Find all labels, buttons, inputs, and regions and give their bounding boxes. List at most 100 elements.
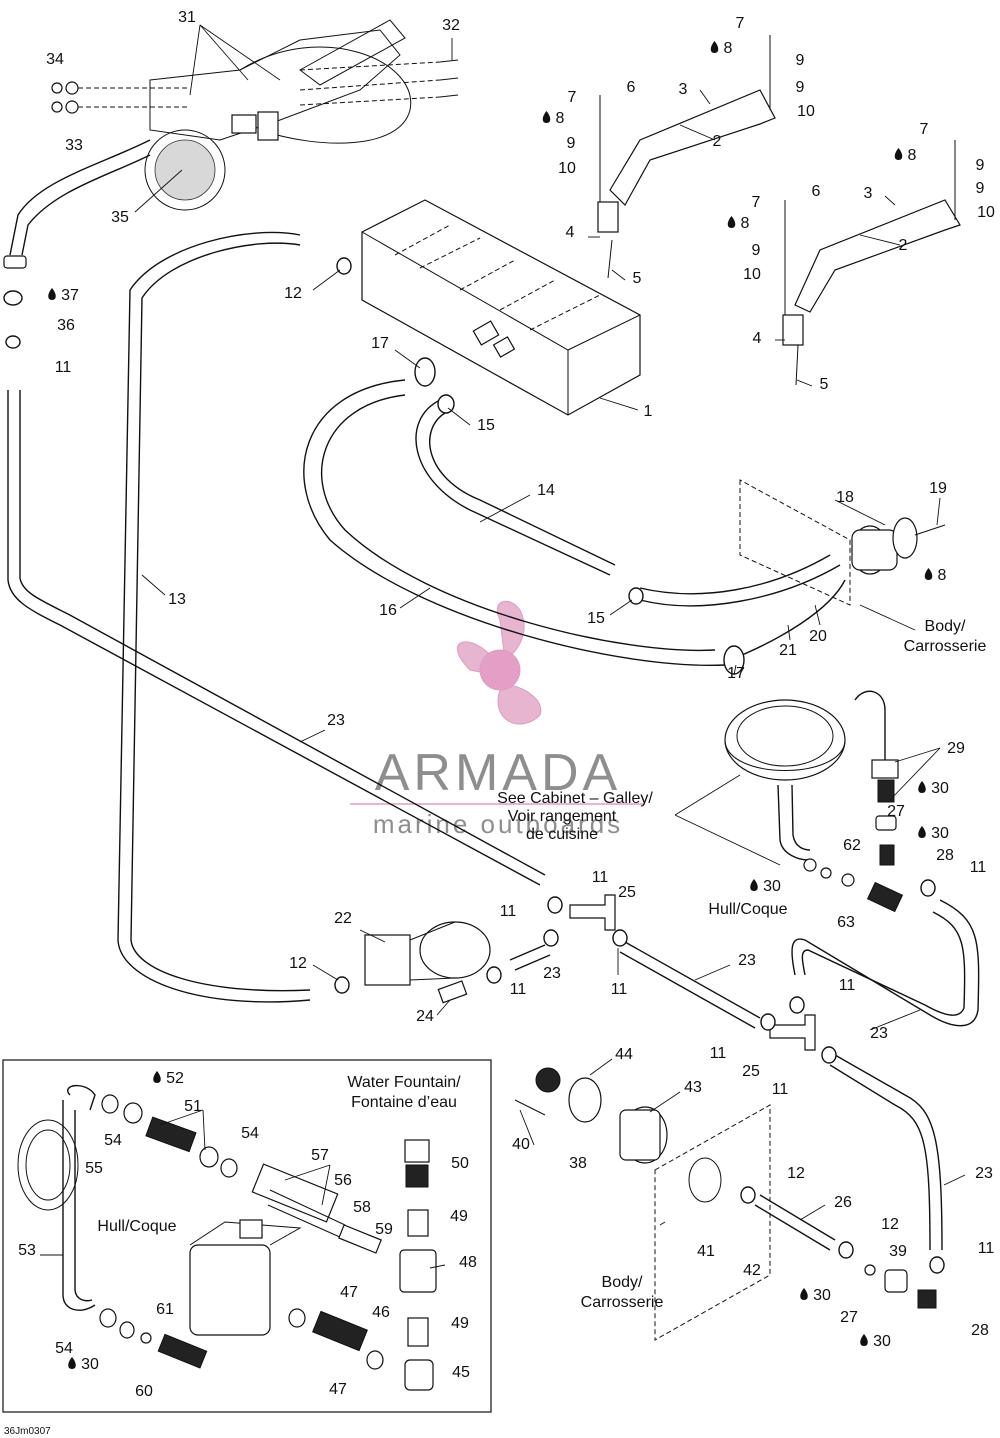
- callout-c20: 20: [809, 628, 827, 645]
- lubricant-drop-icon: [710, 41, 719, 53]
- callout-c11i: 11: [772, 1081, 789, 1098]
- note-fountain-line2: Fontaine d’eau: [351, 1094, 457, 1111]
- callout-c22: 22: [334, 910, 352, 927]
- callout-c11f: 11: [611, 981, 628, 998]
- callout-c4a: 4: [566, 224, 575, 241]
- callout-c29: 29: [947, 740, 965, 757]
- callout-c63: 63: [837, 914, 855, 931]
- callout-c3a: 3: [679, 81, 688, 98]
- note-body-1-line2: Carrosserie: [904, 638, 987, 655]
- callout-c48: 48: [459, 1254, 477, 1271]
- callout-c47a: 47: [340, 1284, 358, 1301]
- callout-c46: 46: [372, 1304, 390, 1321]
- pump-22: [364, 921, 491, 1004]
- callout-c37: 37: [61, 287, 79, 304]
- callout-c17b: 17: [727, 665, 745, 682]
- sink: [724, 699, 846, 781]
- callout-c23a: 23: [327, 712, 345, 729]
- body-filler: [739, 479, 946, 606]
- callout-c5a: 5: [633, 270, 642, 287]
- lubricant-drop-icon: [48, 288, 56, 300]
- faucet: [854, 690, 899, 866]
- callout-c18: 18: [836, 489, 854, 506]
- callout-c19: 19: [929, 480, 947, 497]
- callout-c30b: 30: [931, 825, 949, 842]
- callout-c39: 39: [889, 1243, 907, 1260]
- note-body-1-line1: Body/: [925, 618, 966, 635]
- callout-c57: 57: [311, 1147, 329, 1164]
- callout-c6b: 6: [812, 183, 821, 200]
- callout-c25b: 25: [742, 1063, 760, 1080]
- lubricant-drop-icon: [727, 216, 736, 228]
- callout-c9f: 9: [752, 242, 761, 259]
- callout-c30e: 30: [873, 1333, 891, 1350]
- callout-c56: 56: [334, 1172, 352, 1189]
- callout-c59: 59: [375, 1221, 393, 1238]
- callout-c9b: 9: [796, 79, 805, 96]
- callout-c51: 51: [184, 1098, 202, 1115]
- callout-c36: 36: [57, 317, 75, 334]
- callout-c17a: 17: [371, 335, 389, 352]
- callout-c43: 43: [684, 1079, 702, 1096]
- callout-c12d: 12: [881, 1216, 899, 1233]
- callout-c33: 33: [65, 137, 83, 154]
- note-galley-line2: Voir rangement: [508, 808, 617, 825]
- callout-c50: 50: [451, 1155, 469, 1172]
- lubricant-drop-icon: [750, 879, 758, 891]
- callout-c11j: 11: [978, 1240, 995, 1257]
- callout-c5b: 5: [820, 376, 829, 393]
- lubricant-drop-icon: [924, 568, 933, 580]
- bracket-assembly-1: [597, 35, 776, 279]
- note-hull-2: Hull/Coque: [97, 1218, 176, 1235]
- callout-c12a: 12: [284, 285, 302, 302]
- outlet-right: [864, 1264, 937, 1309]
- armada-logo: ARMADA marine outboards: [350, 600, 645, 839]
- tee-fittings: [569, 894, 816, 1051]
- callout-c49a: 49: [450, 1208, 468, 1225]
- hull-fitting: [803, 858, 904, 913]
- hoses: [3, 139, 980, 1251]
- callout-c8a: 8: [938, 567, 947, 584]
- callout-c11a: 11: [55, 359, 72, 376]
- callout-c34: 34: [46, 51, 64, 68]
- callout-c23e: 23: [975, 1165, 993, 1182]
- note-body-2-line2: Carrosserie: [581, 1294, 664, 1311]
- callout-c10c: 10: [977, 204, 995, 221]
- bracket-assembly-2: [782, 140, 961, 386]
- callout-c38: 38: [569, 1155, 587, 1172]
- callout-c9d: 9: [976, 157, 985, 174]
- note-fountain-line1: Water Fountain/: [347, 1074, 461, 1091]
- callout-c28a: 28: [936, 847, 954, 864]
- callout-c30d: 30: [813, 1287, 831, 1304]
- callout-c11h: 11: [710, 1045, 727, 1062]
- callout-c7b: 7: [568, 89, 577, 106]
- callout-c27b: 27: [840, 1309, 858, 1326]
- callout-c30f: 30: [81, 1356, 99, 1373]
- callout-c54a: 54: [104, 1132, 122, 1149]
- callout-c54b: 54: [241, 1125, 259, 1142]
- callout-c11e: 11: [510, 981, 527, 998]
- note-body-2-line1: Body/: [602, 1274, 643, 1291]
- callout-c13: 13: [168, 591, 186, 608]
- callout-c6a: 6: [627, 79, 636, 96]
- callout-c21: 21: [779, 642, 797, 659]
- callout-c7a: 7: [736, 15, 745, 32]
- callout-c30a: 30: [931, 780, 949, 797]
- callout-c12c: 12: [787, 1165, 805, 1182]
- callout-c11c: 11: [592, 869, 609, 886]
- callout-c45: 45: [452, 1364, 470, 1381]
- callout-c1: 1: [644, 403, 653, 420]
- callout-c9e: 9: [976, 180, 985, 197]
- callout-c3b: 3: [864, 185, 873, 202]
- callout-c25a: 25: [618, 884, 636, 901]
- callout-c54c: 54: [55, 1340, 73, 1357]
- filter-disk-35: [144, 129, 226, 211]
- callout-c32: 32: [442, 17, 460, 34]
- lubricant-drop-icon: [542, 111, 551, 123]
- city-water-inlet: [514, 1067, 771, 1341]
- callout-c35: 35: [111, 209, 129, 226]
- note-galley-line3: de cuisine: [526, 826, 598, 843]
- callout-c52: 52: [166, 1070, 184, 1087]
